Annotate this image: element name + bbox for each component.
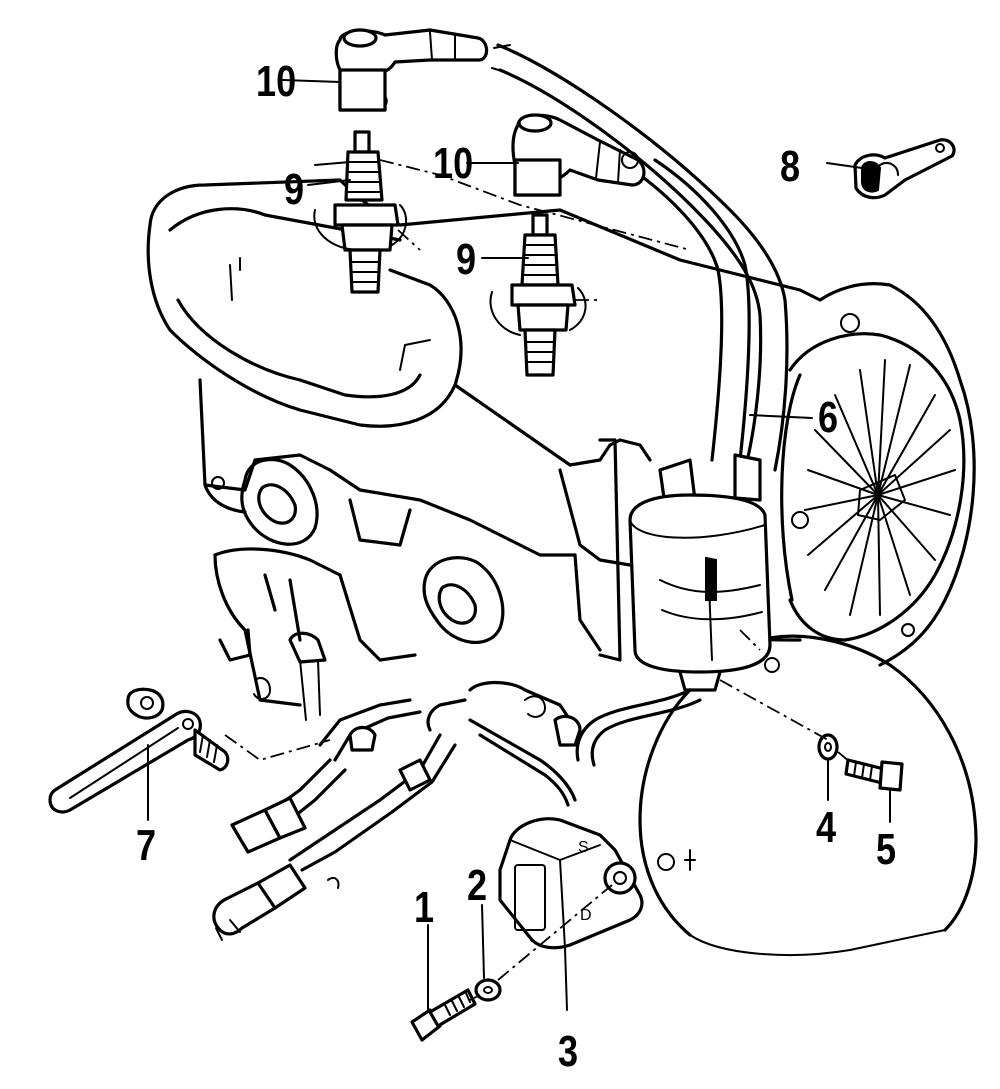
spark-plug-wires [491,43,789,472]
wiring-harness [212,680,702,941]
callout-5-bolt: 5 [876,825,897,874]
callout-9-right-plug: 9 [456,235,477,284]
cdi-box: S D [498,817,644,950]
coil-mounting-bolt [844,758,904,792]
wire-strap [48,687,230,814]
callout-4-washer: 4 [816,803,837,852]
lock-washer [474,978,502,1002]
callout-9-left-plug: 9 [284,165,305,214]
wire-clip [853,138,956,200]
callout-10-lower-cap: 10 [433,139,474,188]
svg-text:D: D [580,907,592,924]
leader-lines [147,79,891,1013]
callout-3-cdi-box: 3 [558,1027,579,1076]
spark-plug-cap-upper [334,28,489,112]
mounting-bolt-cdi [410,988,477,1042]
spark-plug-right [489,213,587,377]
callout-6-ignition-coil: 6 [818,393,839,442]
callout-1-bolt: 1 [414,883,435,932]
ignition-coil [628,453,772,692]
callout-2-washer: 2 [467,861,488,910]
callout-8-clip: 8 [780,142,801,191]
spark-plug-cap-lower [511,113,646,197]
callout-10-upper-cap: 10 [256,57,297,106]
spark-plug-left [313,130,408,294]
flywheel-fan [780,332,966,642]
coil-washer [817,733,839,761]
svg-text:S: S [578,839,589,856]
callout-7-strap: 7 [136,821,157,870]
assembly-centerlines [224,159,851,1001]
